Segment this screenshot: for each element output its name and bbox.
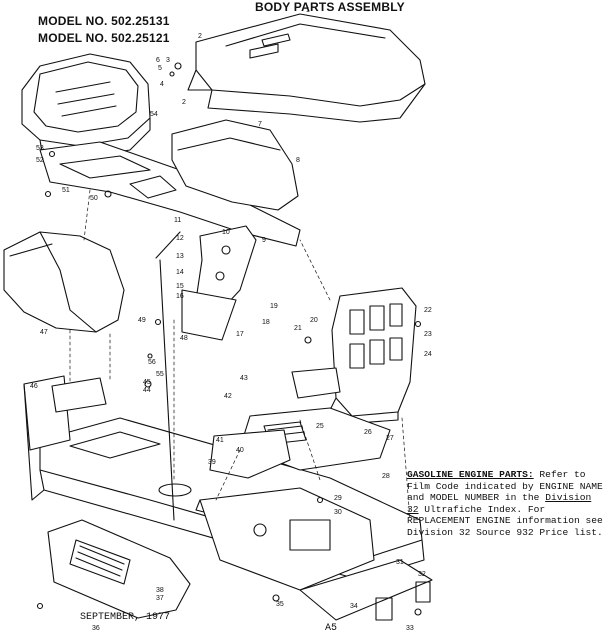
callout-43: 43 (240, 375, 248, 382)
callout-30: 30 (334, 509, 342, 516)
callout-52: 52 (36, 157, 44, 164)
callout-28: 28 (382, 473, 390, 480)
callout-7: 7 (258, 121, 262, 128)
note-text-1: Refer to Film Code indicated by ENGINE N… (407, 469, 603, 504)
callout-37: 37 (156, 595, 164, 602)
callout-32: 32 (418, 571, 426, 578)
callout-17: 17 (236, 331, 244, 338)
note-division-ref: Division 32 (407, 492, 592, 515)
callout-45: 45 (143, 379, 151, 386)
callout-9: 9 (262, 237, 266, 244)
note-heading: GASOLINE ENGINE PARTS: (407, 469, 534, 480)
callout-51: 51 (62, 187, 70, 194)
drive-plate-part (199, 487, 375, 591)
callout-14: 14 (176, 269, 184, 276)
callout-24: 24 (424, 351, 432, 358)
callout-labels: 1223456789101112131415161718192021222324… (30, 7, 432, 632)
callout-49: 49 (138, 317, 146, 324)
callout-35: 35 (276, 601, 284, 608)
callout-26: 26 (364, 429, 372, 436)
engine-parts-note: GASOLINE ENGINE PARTS: Refer to Film Cod… (407, 469, 605, 539)
callout-2: 2 (182, 99, 186, 106)
callout-13: 13 (176, 253, 184, 260)
callout-39: 39 (208, 459, 216, 466)
callout-18: 18 (262, 319, 270, 326)
callout-3: 3 (166, 57, 170, 64)
callout-15: 15 (176, 283, 184, 290)
callout-55: 55 (156, 371, 164, 378)
callout-42: 42 (224, 393, 232, 400)
callout-20: 20 (310, 317, 318, 324)
callout-4: 4 (160, 81, 164, 88)
callout-1: 1 (306, 7, 310, 14)
callout-53: 53 (36, 145, 44, 152)
assembly-lines (69, 189, 411, 521)
front-valance-part (291, 367, 341, 399)
hardware-parts (36, 62, 422, 616)
callout-29: 29 (334, 495, 342, 502)
callout-38: 38 (156, 587, 164, 594)
callout-10: 10 (222, 229, 230, 236)
callout-2: 2 (198, 33, 202, 40)
footrest-part (47, 519, 191, 619)
seat-support-part (39, 141, 301, 247)
callout-8: 8 (296, 157, 300, 164)
callout-16: 16 (176, 293, 184, 300)
callout-22: 22 (424, 307, 432, 314)
front-axle-part (299, 559, 433, 621)
seat-part (21, 53, 151, 159)
callout-33: 33 (406, 625, 414, 632)
callout-27: 27 (386, 435, 394, 442)
dash-panel-part (171, 119, 299, 211)
page-number: A5 (325, 623, 338, 634)
callout-5: 5 (158, 65, 162, 72)
diagram-title: BODY PARTS ASSEMBLY (255, 0, 405, 14)
left-fender-part (3, 231, 125, 333)
callout-54: 54 (150, 111, 158, 118)
model-number-1: MODEL NO. 502.25131 (38, 14, 170, 28)
callout-11: 11 (174, 217, 181, 224)
model-number-2: MODEL NO. 502.25121 (38, 31, 170, 45)
revision-date: SEPTEMBER, 1977 (80, 612, 171, 623)
callout-12: 12 (176, 235, 184, 242)
callout-56: 56 (148, 359, 156, 366)
callout-6: 6 (156, 57, 160, 64)
callout-41: 41 (216, 437, 224, 444)
callout-50: 50 (90, 195, 98, 202)
note-text-2: Ultrafiche Index. For REPLACEMENT ENGINE… (407, 503, 603, 538)
callout-21: 21 (294, 325, 302, 332)
callout-44: 44 (143, 387, 151, 394)
hood-part (187, 13, 426, 123)
callout-31: 31 (396, 559, 404, 566)
callout-25: 25 (316, 423, 324, 430)
callout-19: 19 (270, 303, 278, 310)
callout-47: 47 (40, 329, 48, 336)
callout-40: 40 (236, 447, 244, 454)
lh-side-panel-part (209, 429, 291, 479)
callout-23: 23 (424, 331, 432, 338)
grille-part (329, 287, 417, 425)
callout-34: 34 (350, 603, 358, 610)
brake-rod-part (155, 231, 237, 521)
callout-48: 48 (180, 335, 188, 342)
rear-support-part (51, 377, 107, 413)
callout-36: 36 (92, 625, 100, 632)
callout-46: 46 (30, 383, 38, 390)
